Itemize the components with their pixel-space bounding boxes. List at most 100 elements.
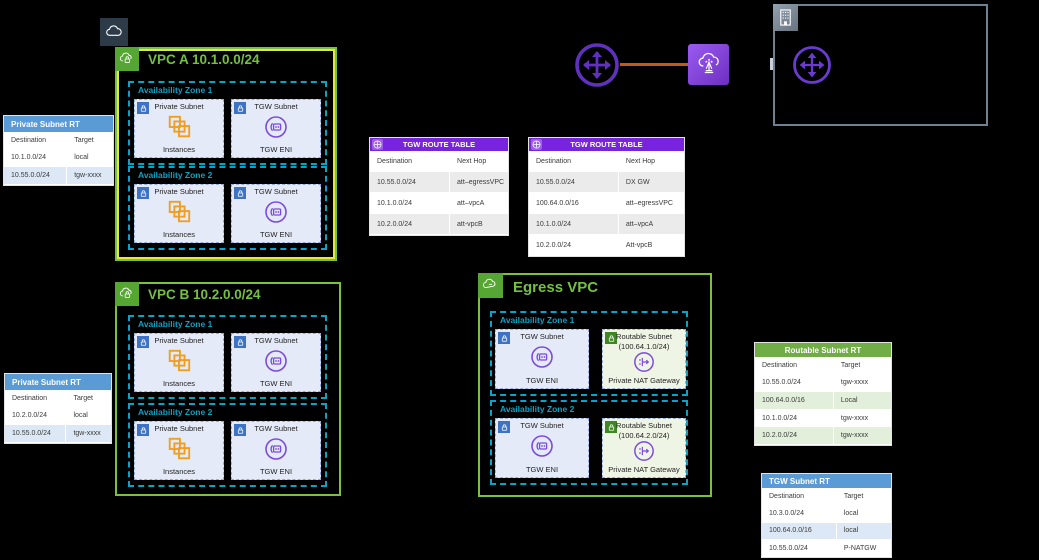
table-cell: 10.2.0.0/24 xyxy=(755,427,834,444)
subnet-name: TGW Subnet xyxy=(254,424,298,433)
private-subnet-lock-icon xyxy=(137,424,149,436)
az-label: Availability Zone 2 xyxy=(138,407,213,417)
table-cell: Next Hop xyxy=(625,157,656,165)
table-header-row: Destination Target xyxy=(5,390,111,408)
table-cell: tgw-xxxx xyxy=(74,171,102,179)
table-cell: att–egressVPC xyxy=(625,199,673,207)
routable-subnet-lock-icon xyxy=(605,332,617,344)
subnet-name: Private Subnet xyxy=(154,187,204,196)
table-cell: 10.55.0.0/24 xyxy=(529,172,619,192)
table-cell: Target xyxy=(843,492,864,500)
tgw-to-dxgw-connector xyxy=(620,63,688,66)
table-cell: 10.55.0.0/24 xyxy=(5,425,67,442)
table-cell: 10.55.0.0/24 xyxy=(4,167,68,184)
subnet-name: Routable Subnet (100.64.1.0/24) xyxy=(616,332,672,351)
egress-vpc-title: Egress VPC xyxy=(513,279,599,296)
routable-subnet-lock-icon xyxy=(605,421,617,433)
tgw-eni-icon xyxy=(264,437,288,466)
subnet-name: TGW Subnet xyxy=(254,102,298,111)
table-title: TGW Subnet RT xyxy=(762,474,891,488)
table-cell: Next Hop xyxy=(457,157,487,165)
resource-label: Instances xyxy=(162,379,196,388)
table-cell: local xyxy=(74,154,89,162)
table-row: 10.55.0.0/24 DX GW xyxy=(529,172,684,193)
table-cell: 100.64.0.0/16 xyxy=(762,522,837,539)
egress-az1-tgw-subnet: TGW Subnet TGW ENI xyxy=(495,329,589,389)
vpc-b-az1-private-subnet: Private Subnet Instances xyxy=(134,333,224,392)
table-cell: Destination xyxy=(529,151,619,171)
table-cell: Target xyxy=(840,361,861,369)
table-cell: Destination xyxy=(5,390,67,407)
resource-label: Instances xyxy=(162,145,196,154)
table-cell: DX GW xyxy=(625,178,650,186)
vpc-b-az2-tgw-subnet: TGW Subnet TGW ENI xyxy=(231,421,321,480)
table-cell: att-vpcB xyxy=(457,220,483,228)
vpc-a-az2-tgw-subnet: TGW Subnet TGW ENI xyxy=(231,184,321,243)
table-title: Private Subnet RT xyxy=(5,374,111,390)
tgw-eni-icon xyxy=(530,434,554,463)
table-cell: local xyxy=(73,412,88,420)
vpc-a-az1: Availability Zone 1 Private Subnet Insta… xyxy=(128,81,327,165)
resource-label: Instances xyxy=(162,467,196,476)
table-cell: 10.1.0.0/24 xyxy=(529,214,619,234)
vpc-icon xyxy=(115,47,139,71)
table-cell: tgw-xxxx xyxy=(73,429,101,437)
table-cell: tgw-xxxx xyxy=(840,414,869,422)
private-subnet-lock-icon xyxy=(498,421,510,433)
private-subnet-rt-table-vpc-b: Private Subnet RT Destination Target 10.2… xyxy=(4,373,112,444)
table-cell: Target xyxy=(73,394,93,402)
az-label: Availability Zone 1 xyxy=(138,319,213,329)
table-title: Private Subnet RT xyxy=(4,116,113,132)
private-subnet-lock-icon xyxy=(234,102,246,114)
corporate-data-center-container xyxy=(773,4,988,126)
table-row: 10.55.0.0/24 tgw-xxxx xyxy=(4,167,113,185)
table-cell: att–vpcA xyxy=(625,220,654,228)
subnet-name: Routable Subnet (100.64.2.0/24) xyxy=(616,421,672,440)
vpc-a-az1-private-subnet: Private Subnet Instances xyxy=(134,99,224,158)
connector-endpoint-tick xyxy=(770,58,773,70)
vpc-icon xyxy=(115,282,139,306)
table-cell: tgw-xxxx xyxy=(840,379,869,387)
table-cell: 10.2.0.0/24 xyxy=(5,407,67,425)
subnet-name: Private Subnet xyxy=(154,424,204,433)
table-cell: 10.2.0.0/24 xyxy=(370,214,451,234)
egress-az2-tgw-subnet: TGW Subnet TGW ENI xyxy=(495,418,589,478)
vpc-b-az2: Availability Zone 2 Private Subnet Insta… xyxy=(128,403,327,487)
table-row: 10.55.0.0/24 tgw-xxxx xyxy=(5,425,111,443)
vpc-icon xyxy=(478,273,503,298)
egress-az2: Availability Zone 2 TGW Subnet TGW ENI R… xyxy=(490,400,688,485)
az-label: Availability Zone 1 xyxy=(500,315,575,325)
table-cell: P-NATGW xyxy=(843,544,877,552)
table-row: 10.2.0.0/24 att-vpcB xyxy=(370,214,508,235)
tgw-mini-icon xyxy=(372,139,383,150)
table-cell: tgw-xxxx xyxy=(840,432,869,440)
subnet-name: TGW Subnet xyxy=(520,332,564,341)
vpc-b-az1: Availability Zone 1 Private Subnet Insta… xyxy=(128,315,327,399)
private-subnet-lock-icon xyxy=(234,424,246,436)
table-row: 10.2.0.0/24 tgw-xxxx xyxy=(755,427,891,445)
vpc-a-container: VPC A 10.1.0.0/24 Availability Zone 1 Pr… xyxy=(115,47,337,261)
tgw-eni-icon xyxy=(264,349,288,378)
vpc-a-title: VPC A 10.1.0.0/24 xyxy=(148,52,260,67)
table-cell: Destination xyxy=(762,488,837,505)
subnet-name: TGW Subnet xyxy=(254,336,298,345)
resource-label: TGW ENI xyxy=(525,376,559,385)
vpc-a-az1-tgw-subnet: TGW Subnet TGW ENI xyxy=(231,99,321,158)
tgw-eni-icon xyxy=(264,115,288,144)
vpc-b-az2-private-subnet: Private Subnet Instances xyxy=(134,421,224,480)
subnet-name: Private Subnet xyxy=(154,102,204,111)
table-cell: Destination xyxy=(4,132,68,149)
instances-icon xyxy=(166,199,192,230)
